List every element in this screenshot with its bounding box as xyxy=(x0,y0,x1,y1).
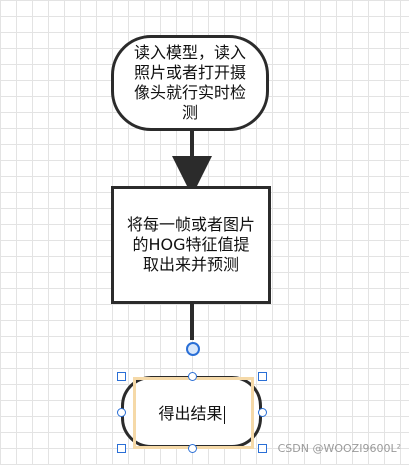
resize-handle-bottom-left[interactable] xyxy=(117,444,126,453)
watermark: CSDN @WOOZI9600L² xyxy=(277,442,401,455)
resize-handle-middle-left[interactable] xyxy=(117,408,126,417)
resize-handle-bottom-center[interactable] xyxy=(188,444,197,453)
resize-handle-bottom-right[interactable] xyxy=(258,444,267,453)
process-node[interactable]: 将每一帧或者图片的HOG特征值提取出来并预测 xyxy=(111,186,271,304)
resize-handle-middle-right[interactable] xyxy=(258,408,267,417)
resize-handle-top-right[interactable] xyxy=(258,372,267,381)
connection-point-handle[interactable] xyxy=(186,342,200,356)
start-node[interactable]: 读入模型，读入照片或者打开摄像头就行实时检测 xyxy=(111,35,269,131)
process-node-label: 将每一帧或者图片的HOG特征值提取出来并预测 xyxy=(126,215,255,274)
start-node-label: 读入模型，读入照片或者打开摄像头就行实时检测 xyxy=(133,43,246,122)
end-node-label: 得出结果 xyxy=(158,400,225,424)
end-node[interactable]: 得出结果 xyxy=(121,376,262,449)
end-node-text[interactable]: 得出结果 xyxy=(158,404,223,423)
text-caret xyxy=(223,405,225,424)
resize-handle-top-center[interactable] xyxy=(188,372,197,381)
resize-handle-top-left[interactable] xyxy=(117,372,126,381)
